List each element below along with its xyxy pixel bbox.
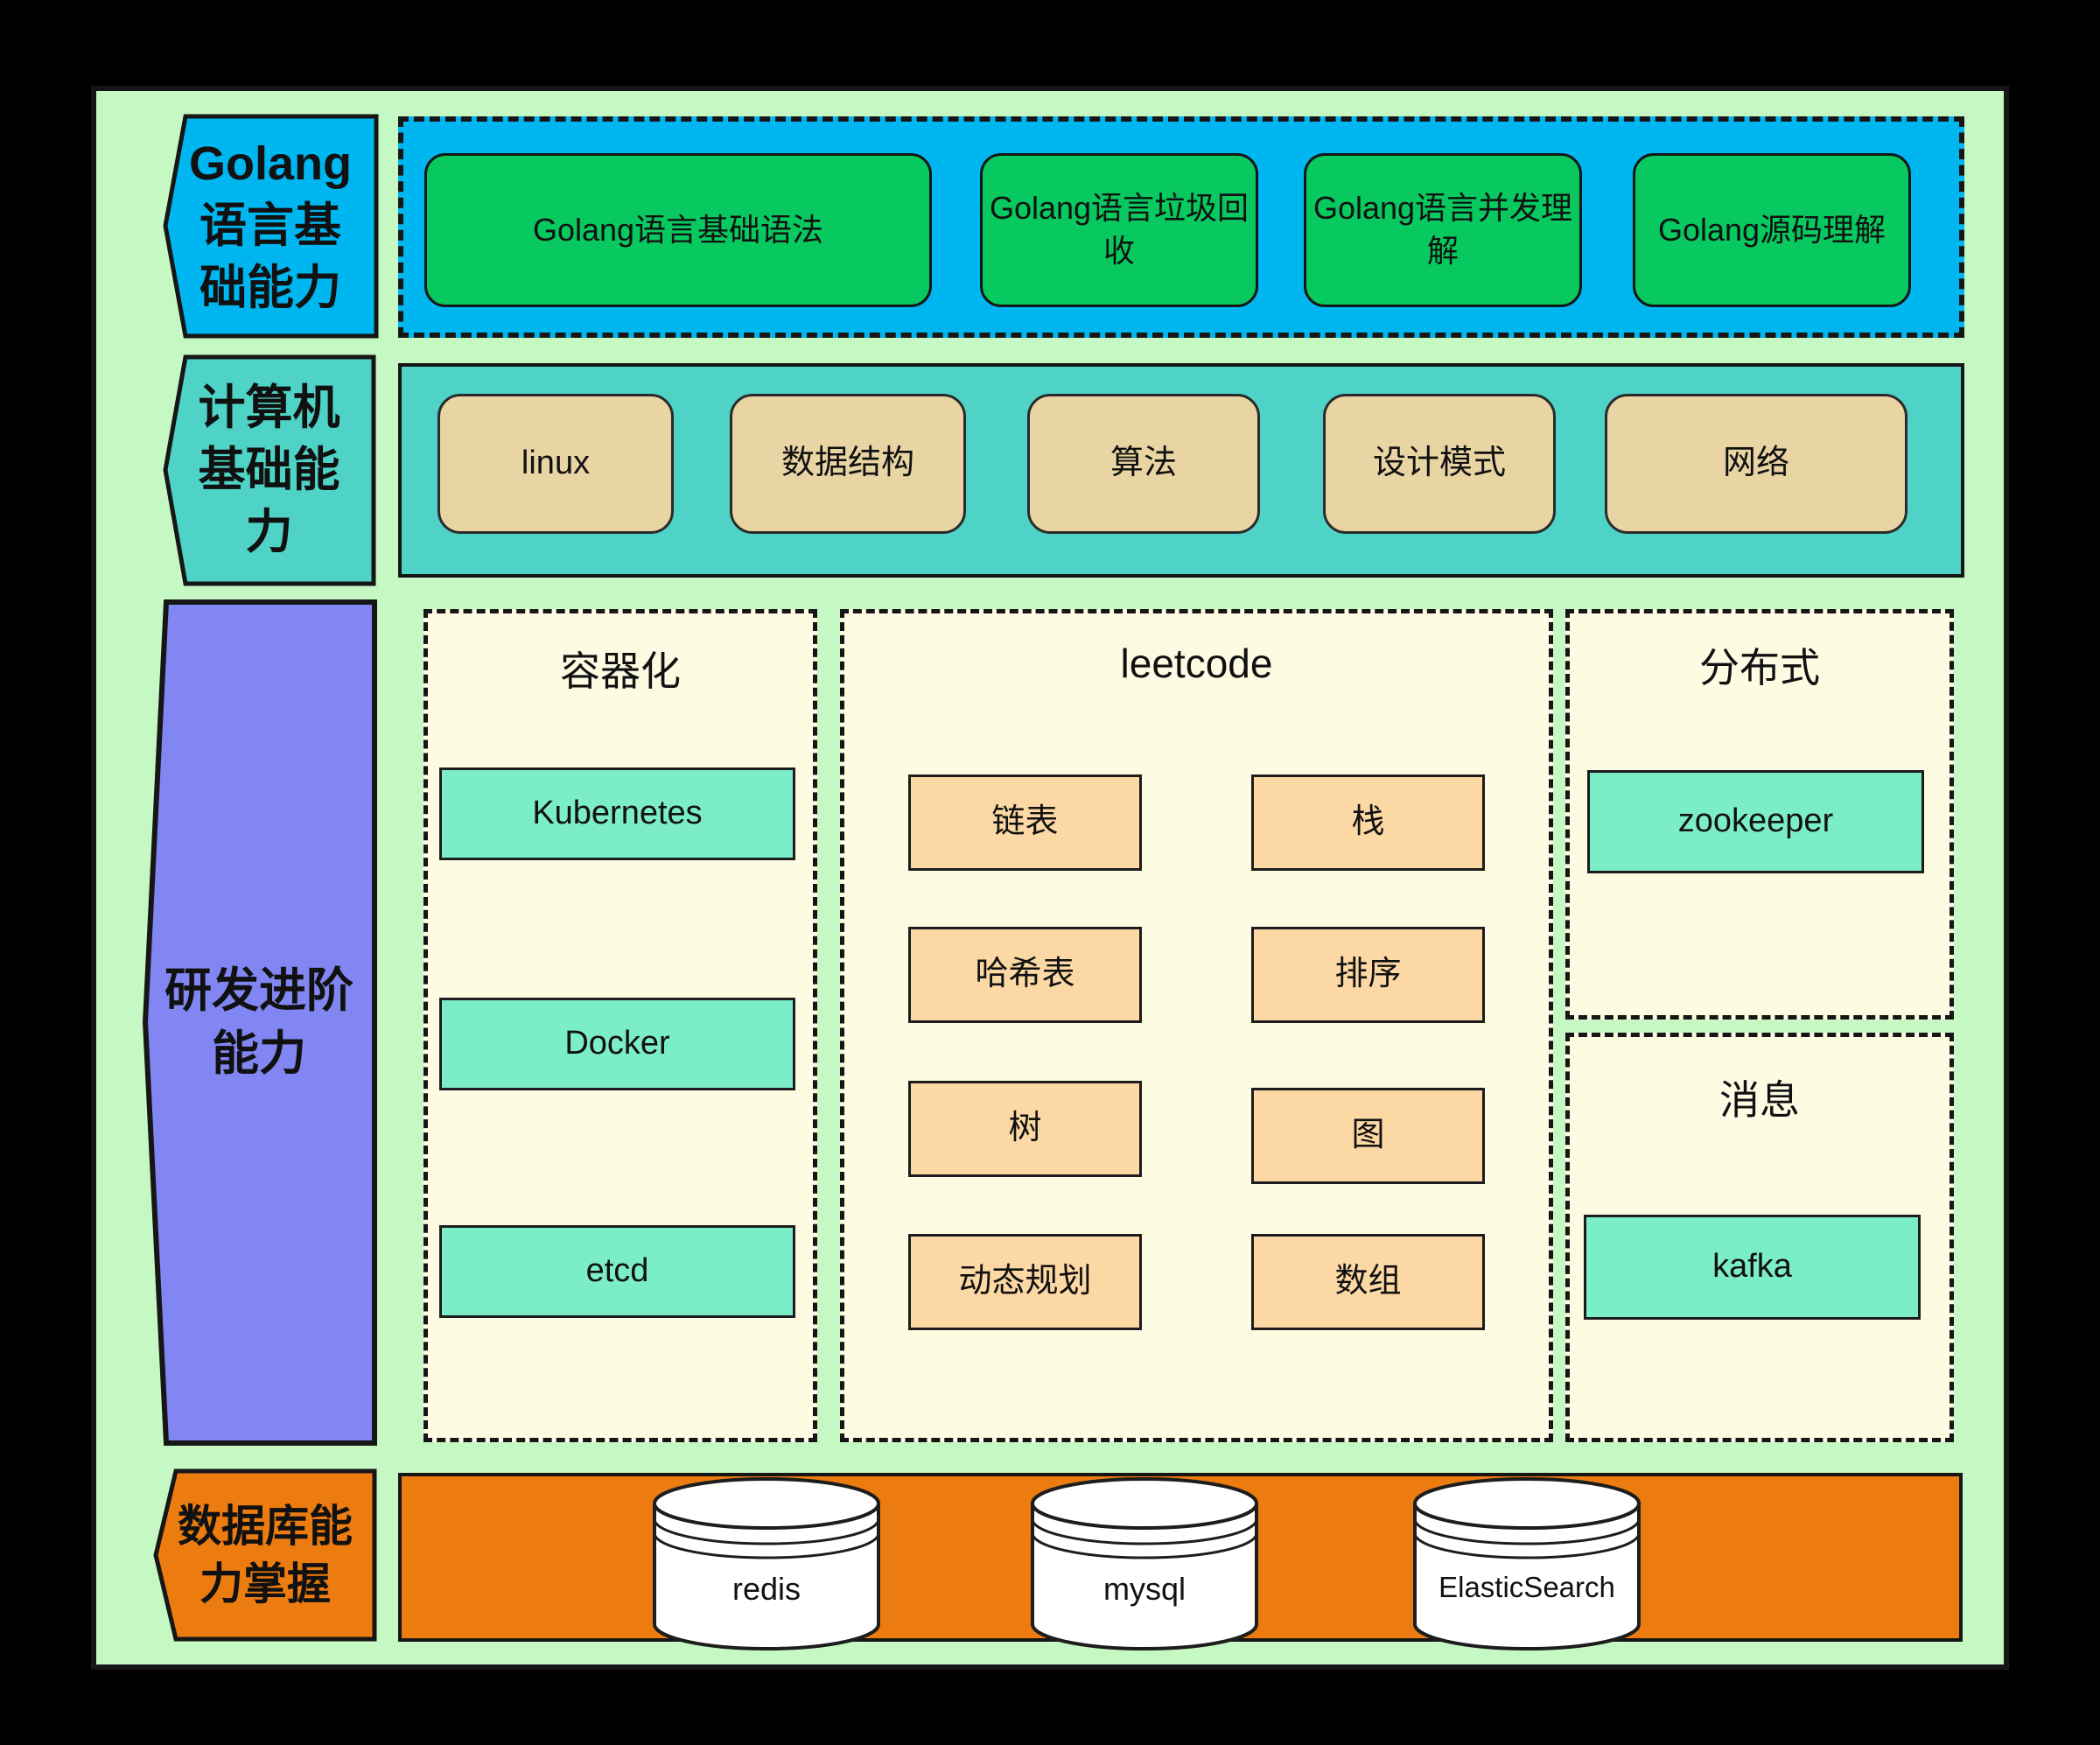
box-golang-source-code: Golang源码理解	[1633, 153, 1911, 307]
diagram-canvas: Golang 语言基 础能力 Golang语言基础语法 Golang语言垃圾回 …	[91, 86, 2009, 1670]
box-docker: Docker	[439, 998, 795, 1090]
box-kafka: kafka	[1584, 1215, 1921, 1320]
box-hash-table: 哈希表	[908, 927, 1142, 1023]
group-leetcode-title: leetcode	[1120, 641, 1273, 686]
cylinder-elasticsearch: ElasticSearch	[1412, 1475, 1642, 1652]
database-cylinder-icon	[1031, 1477, 1258, 1650]
box-stack: 栈	[1251, 774, 1485, 871]
cylinder-redis-label: redis	[732, 1571, 802, 1608]
cylinder-elasticsearch-label: ElasticSearch	[1438, 1571, 1615, 1604]
golang-basics-label-chevron: Golang 语言基 础能力	[162, 114, 379, 339]
group-distributed-title: 分布式	[1699, 645, 1820, 690]
advanced-label-chevron: 研发进阶 能力	[140, 599, 378, 1447]
cylinder-redis: redis	[652, 1475, 881, 1652]
computer-basics-label-chevron: 计算机 基础能 力	[162, 354, 376, 586]
group-message: 消息 kafka	[1565, 1033, 1954, 1442]
box-graph: 图	[1251, 1088, 1485, 1184]
box-kubernetes: Kubernetes	[439, 767, 795, 860]
chevron-shape-icon	[163, 354, 376, 586]
cylinder-mysql: mysql	[1030, 1475, 1259, 1652]
box-linked-list: 链表	[908, 774, 1142, 871]
group-containerization-title: 容器化	[560, 648, 681, 694]
box-linux: linux	[438, 394, 674, 534]
box-design-pattern: 设计模式	[1323, 394, 1556, 534]
chevron-shape-icon	[153, 1468, 377, 1642]
box-zookeeper: zookeeper	[1587, 770, 1924, 873]
group-distributed: 分布式 zookeeper	[1565, 609, 1954, 1020]
box-algorithm: 算法	[1027, 394, 1260, 534]
box-etcd: etcd	[439, 1225, 795, 1318]
computer-basics-band: linux 数据结构 算法 设计模式 网络	[398, 363, 1964, 578]
box-dynamic-programming: 动态规划	[908, 1234, 1142, 1330]
golang-basics-label: Golang 语言基 础能力	[189, 137, 352, 315]
chevron-shape-icon	[163, 114, 379, 339]
group-leetcode: leetcode 链表 栈 哈希表 排序 树 图 动态规划 数组	[840, 609, 1553, 1442]
box-array: 数组	[1251, 1234, 1485, 1330]
advanced-label: 研发进阶 能力	[164, 964, 354, 1080]
box-tree: 树	[908, 1081, 1142, 1177]
database-label: 数据库能 力掌握	[178, 1502, 353, 1608]
box-golang-garbage-collection: Golang语言垃圾回 收	[980, 153, 1258, 307]
database-cylinder-icon	[1413, 1477, 1641, 1650]
chevron-shape-icon	[142, 599, 377, 1446]
box-data-structure: 数据结构	[730, 394, 966, 534]
box-golang-concurrency: Golang语言并发理 解	[1304, 153, 1582, 307]
group-message-title: 消息	[1719, 1077, 1800, 1123]
computer-basics-label: 计算机 基础能 力	[198, 381, 340, 559]
group-containerization: 容器化 Kubernetes Docker etcd	[424, 609, 817, 1442]
database-label-chevron: 数据库能 力掌握	[152, 1468, 378, 1643]
golang-basics-band: Golang语言基础语法 Golang语言垃圾回 收 Golang语言并发理 解…	[398, 116, 1964, 338]
cylinder-mysql-label: mysql	[1102, 1571, 1186, 1608]
box-network: 网络	[1605, 394, 1908, 534]
box-sort: 排序	[1251, 927, 1485, 1023]
database-cylinder-icon	[653, 1477, 880, 1650]
box-golang-basic-syntax: Golang语言基础语法	[424, 153, 932, 307]
